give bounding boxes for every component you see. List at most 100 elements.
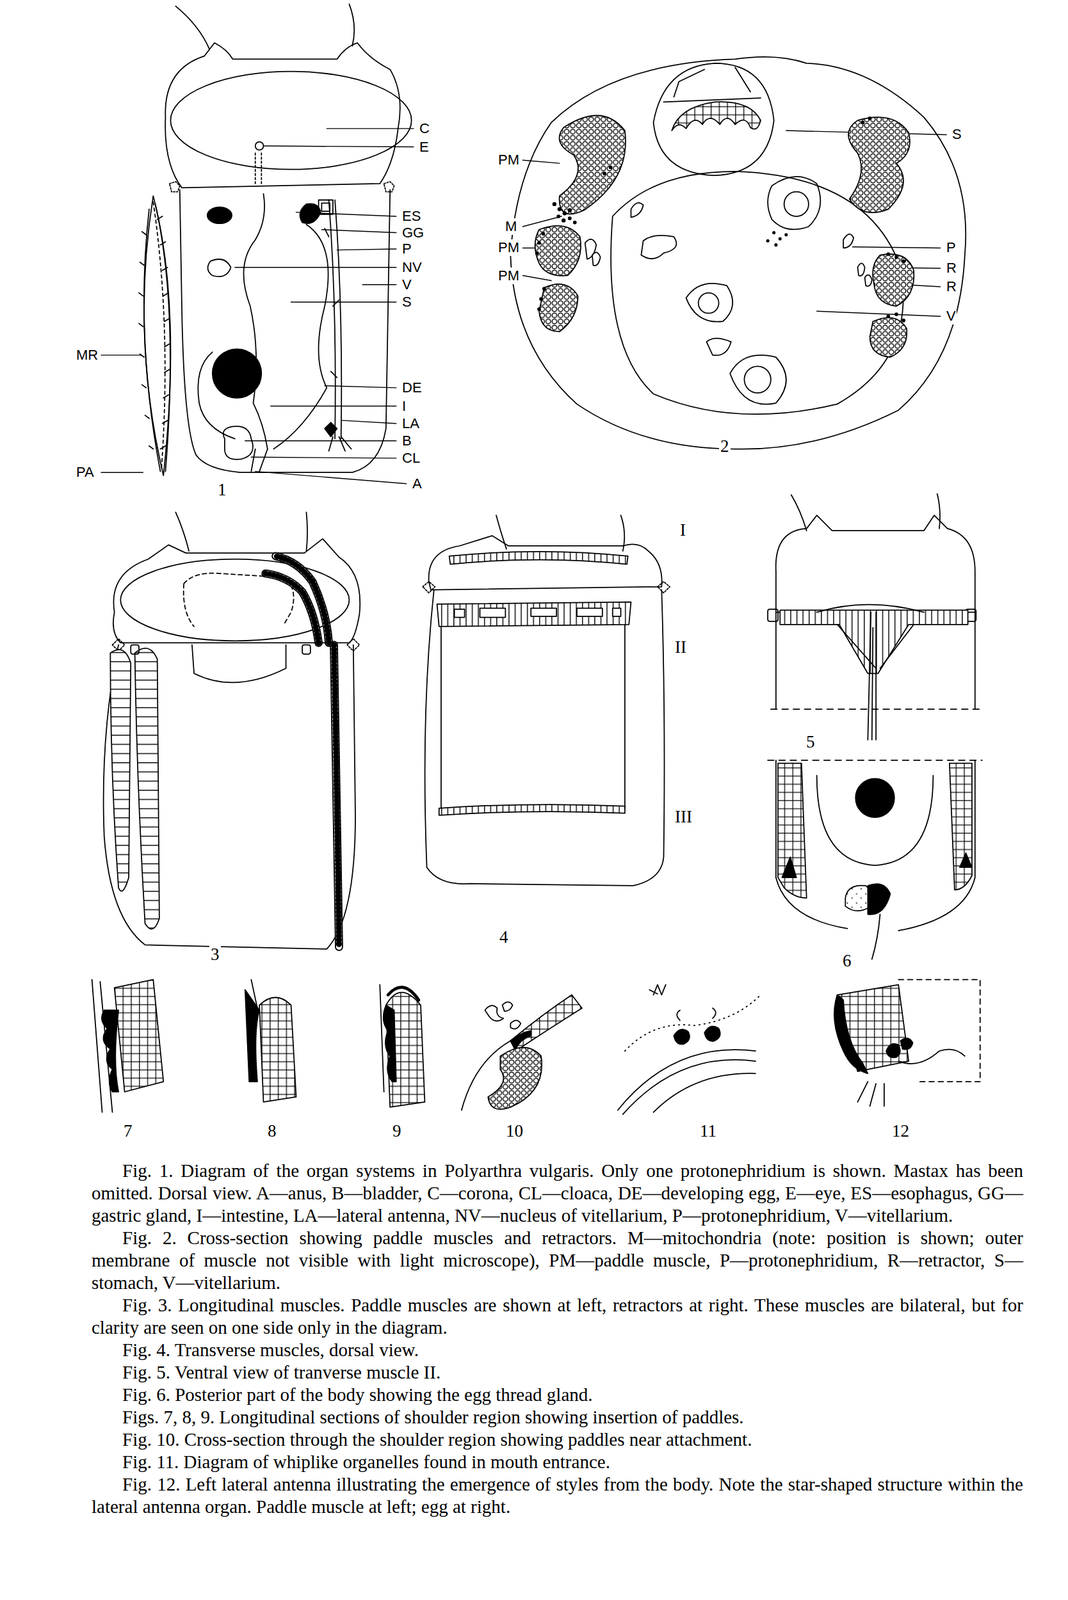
figure-2-cross-section-part xyxy=(698,293,720,314)
figure-2-cross-section-part xyxy=(653,63,775,176)
figure-2-cross-section-part xyxy=(510,56,966,450)
figure-2-cross-section-part xyxy=(640,235,677,259)
figure-2-cross-section-part-part xyxy=(562,211,567,216)
figure-3-longitudinal-muscles-part xyxy=(302,645,311,655)
figure-1-organ-systems-part xyxy=(170,71,412,170)
legend-paragraph: Fig. 4. Transverse muscles, dorsal view. xyxy=(91,1339,1024,1362)
part-label: P xyxy=(945,239,957,257)
part-label: DE xyxy=(401,379,423,397)
figure-1-organ-systems-part xyxy=(165,42,401,188)
figure-1-organ-systems-part xyxy=(324,422,337,437)
figure-4-transverse-muscles-part xyxy=(422,582,670,594)
part-label: C xyxy=(418,120,431,138)
figures-7-to-12-details-part xyxy=(245,990,260,1083)
figure-6-egg-thread-gland-part xyxy=(817,776,934,866)
part-label: R xyxy=(945,278,958,296)
figure-2-cross-section-part-part xyxy=(556,214,561,219)
figure-1-organ-systems-part xyxy=(324,228,339,378)
figure-4-transverse-muscles-part xyxy=(441,624,625,809)
figure-5-ventral-view-part xyxy=(779,610,968,674)
part-label: CL xyxy=(401,450,421,467)
figure-3-longitudinal-muscles xyxy=(103,512,361,949)
figure-3-longitudinal-muscles-part xyxy=(334,645,340,948)
figure-2-cross-section-part-part xyxy=(541,231,545,236)
figure-4-transverse-muscles xyxy=(422,515,670,887)
figure-3-longitudinal-muscles-part xyxy=(135,648,160,930)
figures-7-to-12-details-part xyxy=(834,995,868,1075)
figure-number: 4 xyxy=(498,927,510,947)
legend-paragraph: Fig. 3. Longitudinal muscles. Paddle mus… xyxy=(91,1294,1024,1340)
figure-2-cross-section-part-part xyxy=(557,207,562,212)
figure-2-cross-section-part xyxy=(539,284,579,332)
figure-2-cross-section-part-part xyxy=(573,220,577,225)
figure-2-cross-section-part xyxy=(848,117,910,213)
figure-4-transverse-muscles-part xyxy=(454,608,622,618)
part-label: NV xyxy=(401,259,423,276)
figure-1-organ-systems-part xyxy=(318,200,333,215)
part-label: PA xyxy=(75,464,95,481)
figure-number: 11 xyxy=(698,1121,718,1141)
figures-7-to-12-details-part xyxy=(484,1002,521,1030)
figure-1-organ-systems-part xyxy=(329,200,342,440)
figure-5-ventral-view xyxy=(767,494,983,741)
figure-6-egg-thread-gland-part xyxy=(867,884,890,915)
part-label: S xyxy=(401,293,413,311)
figure-2-cross-section-part-part xyxy=(535,251,540,256)
figure-5-ventral-view-part xyxy=(867,612,876,741)
figure-2-cross-section-part-part xyxy=(778,237,782,241)
figure-2-cross-section-part-part xyxy=(894,255,899,260)
figure-3-longitudinal-muscles-part xyxy=(265,573,319,643)
legend-paragraph: Fig. 10. Cross-section through the shoul… xyxy=(91,1429,1024,1452)
figure-number: 6 xyxy=(841,951,853,971)
figures-7-to-12-details-part xyxy=(676,1008,716,1021)
figure-3-longitudinal-muscles-part xyxy=(334,645,340,948)
legend-paragraph: Fig. 6. Posterior part of the body showi… xyxy=(91,1384,1024,1407)
figures-7-to-12-details-part xyxy=(673,1029,689,1045)
figure-2-cross-section-part-part xyxy=(901,318,906,323)
figure-5-ventral-view-part xyxy=(776,515,976,613)
figure-1-organ-systems-part xyxy=(329,436,352,451)
figure-3-longitudinal-muscles-part xyxy=(334,645,340,948)
figures-7-to-12-details-part xyxy=(487,1048,542,1111)
figure-3-longitudinal-muscles-part xyxy=(103,645,356,950)
figure-1-organ-systems xyxy=(138,3,412,476)
figure-2-cross-section-part-part xyxy=(552,202,557,207)
figure-1-organ-systems-part xyxy=(169,181,395,193)
figure-2-cross-section-part-part xyxy=(766,239,770,243)
figure-2-cross-section-part-part xyxy=(602,171,607,176)
figure-number: 1 xyxy=(216,480,228,500)
figure-2-cross-section-part-part xyxy=(868,116,873,121)
figures-7-to-12-details-part xyxy=(379,985,384,1093)
figure-6-egg-thread-gland-part xyxy=(767,760,983,762)
figure-1-organ-systems-part xyxy=(197,352,235,440)
figure-1-organ-systems-part xyxy=(144,204,171,472)
figures-7-to-12-details-part xyxy=(259,998,296,1103)
figure-1-organ-systems-part xyxy=(255,142,264,151)
figures-7-to-12-details-part xyxy=(510,995,583,1052)
figure-2-cross-section-part xyxy=(870,317,908,358)
figure-6-egg-thread-gland-part xyxy=(872,914,881,960)
figures-7-to-12-details-part xyxy=(101,1010,119,1093)
figure-1-organ-systems-part xyxy=(243,194,329,450)
figure-2-cross-section-part-part xyxy=(861,120,866,125)
figure-2-cross-section-part xyxy=(686,283,734,323)
figure-2-cross-section-part-part xyxy=(537,307,542,312)
figures-7-to-12-details-part xyxy=(886,1038,913,1058)
figure-1-organ-systems-part xyxy=(153,202,165,470)
figure-2-cross-section-part-part xyxy=(561,218,566,223)
figure-2-cross-section-part-part xyxy=(886,314,890,319)
figure-2-cross-section-part-part xyxy=(539,297,543,301)
figure-number: 10 xyxy=(504,1121,525,1141)
figure-2-cross-section-part xyxy=(671,101,761,131)
figure-number: 5 xyxy=(804,732,817,752)
figure-number: 2 xyxy=(719,436,731,456)
figure-2-cross-section-part xyxy=(767,176,821,230)
figure-1-organ-systems-part xyxy=(207,207,232,225)
figure-2-cross-section-part xyxy=(535,226,581,276)
figure-2-cross-section-part-part xyxy=(608,165,613,170)
figure-legend: Fig. 1. Diagram of the organ systems in … xyxy=(91,1160,1024,1519)
drawing-part xyxy=(92,3,983,1115)
figure-2-cross-section-part xyxy=(729,355,787,405)
figure-number: 12 xyxy=(890,1121,911,1141)
legend-paragraph: Fig. 11. Diagram of whiplike organelles … xyxy=(91,1451,1024,1474)
